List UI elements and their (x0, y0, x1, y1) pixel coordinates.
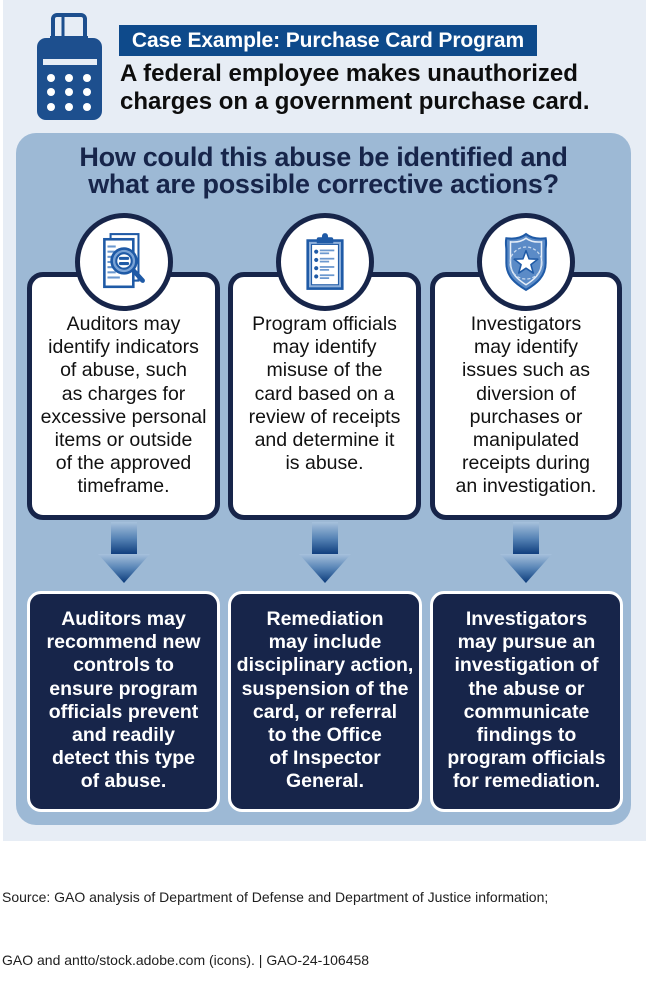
text-line: Remediation (266, 608, 384, 630)
text-line: suspension of the (241, 677, 409, 700)
corrective-action-box-investigators: Investigators may pursue an investigatio… (430, 591, 623, 812)
text-line: card based on a (254, 382, 395, 405)
text-line: disciplinary action, (236, 654, 414, 677)
text-line: may include (268, 631, 382, 654)
police-badge-icon (504, 232, 548, 292)
text-line: controls to (73, 654, 174, 677)
text-line: ensure program (49, 677, 198, 700)
icon-circle-auditors (75, 213, 173, 311)
text-line: timeframe. (77, 475, 170, 498)
text-line: purchases or (469, 405, 583, 428)
text-line: of abuse. (80, 770, 167, 793)
text-line: recommend new (46, 631, 201, 654)
text-line: General. (285, 770, 365, 793)
text-line: officials prevent (48, 700, 199, 723)
identification-box-auditors: Auditors may identify indicators of abus… (27, 272, 220, 520)
heading-line: what are possible corrective actions? (88, 169, 559, 199)
text-line: program officials (447, 747, 606, 770)
text-line: may pursue an (457, 631, 596, 654)
text-line: receipts during (462, 452, 590, 475)
down-arrow-icon (98, 522, 150, 583)
text-line: diversion of (476, 382, 576, 405)
identification-box-investigators: Investigators may identify issues such a… (430, 272, 622, 520)
text-line: excessive personal (40, 405, 207, 428)
text-line: for remediation. (452, 770, 601, 793)
icon-circle-investigators (477, 213, 575, 311)
text-line: review of receipts (248, 405, 401, 428)
down-arrow-icon (299, 522, 351, 583)
source-line: Source: GAO analysis of Department of De… (2, 889, 549, 905)
text-line: is abuse. (285, 452, 364, 475)
text-line: findings to (476, 724, 577, 747)
text-line: card, or referral (252, 700, 398, 723)
text-line: to the Office (268, 724, 382, 747)
source-note: Source: GAO analysis of Department of De… (2, 845, 642, 992)
text-line: of Inspector (269, 747, 381, 770)
case-description: A federal employee makes unauthorized ch… (120, 60, 620, 116)
source-line: GAO and antto/stock.adobe.com (icons). |… (2, 952, 370, 968)
text-line: of the approved (55, 452, 192, 475)
text-line: issues such as (462, 359, 590, 382)
down-arrow-icon (500, 522, 552, 583)
corrective-action-box-remediation: Remediation may include disciplinary act… (228, 591, 422, 812)
text-line: Investigators (470, 313, 582, 335)
text-line: may identify (272, 336, 377, 359)
heading-line: How could this abuse be identified and (79, 142, 568, 172)
text-line: Auditors may (61, 608, 186, 630)
text-line: Investigators (465, 608, 588, 630)
question-heading: How could this abuse be identified and w… (16, 144, 631, 198)
text-line: misuse of the (266, 359, 383, 382)
text-line: the abuse or (468, 677, 585, 700)
text-line: communicate (463, 700, 590, 723)
corrective-action-box-auditors: Auditors may recommend new controls to e… (27, 591, 220, 812)
text-line: as charges for (61, 382, 186, 405)
text-line: identify indicators (48, 336, 199, 359)
subtitle-line: A federal employee makes unauthorized (120, 60, 578, 87)
text-line: Program officials (252, 313, 397, 335)
text-line: may identify (473, 336, 579, 359)
text-line: and determine it (254, 429, 395, 452)
text-line: detect this type (51, 747, 196, 770)
document-magnifier-icon (103, 233, 145, 289)
text-line: and readily (72, 724, 175, 747)
subtitle-line: charges on a government purchase card. (120, 88, 590, 115)
text-line: Auditors may (66, 313, 181, 335)
text-line: an investigation. (455, 475, 597, 498)
icon-circle-program-officials (276, 213, 374, 311)
case-example-label: Case Example: Purchase Card Program (119, 25, 537, 56)
text-line: of abuse, such (60, 359, 187, 382)
card-reader-icon (37, 13, 102, 120)
text-line: items or outside (54, 429, 193, 452)
clipboard-checklist-icon (306, 233, 344, 290)
text-line: investigation of (454, 654, 599, 677)
text-line: manipulated (472, 429, 580, 452)
